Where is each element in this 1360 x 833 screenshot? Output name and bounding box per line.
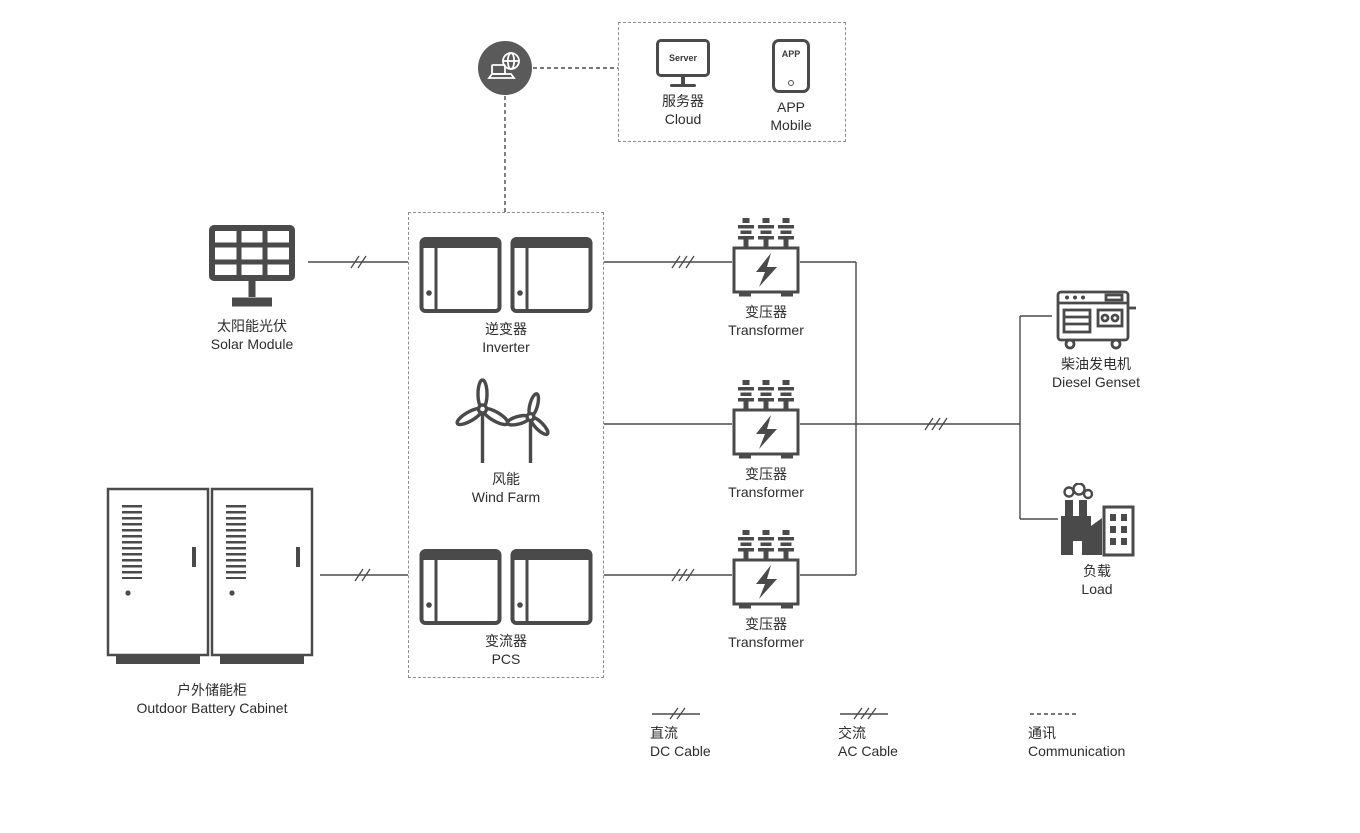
pcs-unit-icon — [419, 549, 502, 625]
transformer-top-label-en: Transformer — [728, 322, 804, 339]
smartphone-icon: APP — [772, 39, 810, 93]
transformer-mid-label-zh: 变压器 — [745, 466, 787, 482]
server-label-en: Cloud — [664, 111, 702, 128]
ac-slash-marks-pcs — [671, 568, 695, 582]
server-label-zh: 服务器 — [662, 93, 704, 109]
inverter-label-zh: 逆变器 — [485, 321, 527, 337]
transformer-top-node: 变压器 Transformer — [696, 218, 836, 339]
battery-label-en: Outdoor Battery Cabinet — [136, 700, 288, 717]
legend-comm: 通讯 Communication — [1028, 706, 1125, 760]
app-label-en: Mobile — [770, 117, 812, 134]
inverter-label-en: Inverter — [482, 339, 530, 356]
factory-icon — [1061, 483, 1135, 557]
phone-home-button — [788, 80, 794, 86]
dc-line-sample-icon — [652, 707, 700, 720]
load-label-en: Load — [1081, 581, 1113, 598]
pcs-node: 变流器 PCS — [418, 539, 594, 668]
legend-comm-label-zh: 通讯 — [1028, 725, 1056, 741]
cloud-gateway-node — [477, 40, 533, 101]
comm-line-sample-icon — [1030, 713, 1078, 715]
legend-ac-label-zh: 交流 — [838, 725, 866, 741]
ac-slash-marks-main — [924, 417, 948, 431]
transformer-bottom-label-zh: 变压器 — [745, 616, 787, 632]
transformer-bolt-icon — [732, 530, 800, 609]
solar-node: 太阳能光伏 Solar Module — [157, 222, 347, 353]
legend-dc: 直流 DC Cable — [650, 706, 711, 760]
solar-label-zh: 太阳能光伏 — [217, 318, 287, 334]
genset-label-en: Diesel Genset — [1052, 374, 1140, 391]
globe-laptop-circle-icon — [478, 41, 532, 95]
genset-label-zh: 柴油发电机 — [1061, 356, 1131, 372]
battery-cabinet-icon — [106, 487, 314, 664]
legend-ac: 交流 AC Cable — [838, 706, 898, 760]
dc-slash-marks-battery — [354, 568, 371, 582]
wind-label-en: Wind Farm — [471, 489, 541, 506]
legend-comm-label-en: Communication — [1028, 743, 1126, 760]
wind-label-zh: 风能 — [491, 471, 520, 487]
app-node: APP APP Mobile — [755, 39, 827, 134]
transformer-bottom-node: 变压器 Transformer — [696, 530, 836, 651]
app-label-zh: APP — [776, 99, 805, 115]
legend-dc-label-zh: 直流 — [650, 725, 678, 741]
diesel-generator-icon — [1056, 290, 1136, 350]
transformer-bolt-icon — [732, 380, 800, 459]
transformer-bottom-label-en: Transformer — [728, 634, 804, 651]
transformer-mid-node: 变压器 Transformer — [696, 380, 836, 501]
transformer-top-label-zh: 变压器 — [745, 304, 787, 320]
solar-panel-icon — [209, 225, 295, 307]
inverter-unit-icon — [419, 237, 502, 313]
monitor-base — [670, 84, 696, 87]
battery-node: 户外储能柜 Outdoor Battery Cabinet — [92, 487, 332, 717]
legend-dc-label-en: DC Cable — [650, 743, 711, 760]
wind-turbine-icon — [455, 378, 550, 463]
server-node: Server 服务器 Cloud — [647, 39, 719, 128]
legend-ac-label-en: AC Cable — [838, 743, 898, 760]
inverter-unit-icon — [510, 237, 593, 313]
pcs-label-zh: 变流器 — [485, 633, 527, 649]
server-monitor-icon: Server — [656, 39, 710, 77]
monitoring-group-box: Server 服务器 Cloud APP APP Mobile — [618, 22, 846, 142]
monitor-stand — [681, 77, 685, 84]
pcs-unit-icon — [510, 549, 593, 625]
wind-node: 风能 Wind Farm — [449, 377, 564, 506]
server-screen-text: Server — [668, 53, 698, 63]
pcs-label-en: PCS — [491, 651, 521, 668]
solar-label-en: Solar Module — [210, 336, 294, 353]
genset-node: 柴油发电机 Diesel Genset — [1011, 284, 1181, 391]
conversion-group-box: 逆变器 Inverter — [408, 212, 604, 678]
transformer-bolt-icon — [732, 218, 800, 297]
dc-slash-marks-solar — [350, 255, 367, 269]
load-label-zh: 负载 — [1083, 563, 1111, 579]
phone-screen-text: APP — [781, 49, 801, 59]
ac-slash-marks-inverter — [671, 255, 695, 269]
battery-label-zh: 户外储能柜 — [176, 682, 247, 698]
transformer-mid-label-en: Transformer — [728, 484, 804, 501]
inverter-node: 逆变器 Inverter — [418, 227, 594, 356]
load-node: 负载 Load — [1022, 483, 1172, 598]
ac-line-sample-icon — [840, 707, 888, 720]
